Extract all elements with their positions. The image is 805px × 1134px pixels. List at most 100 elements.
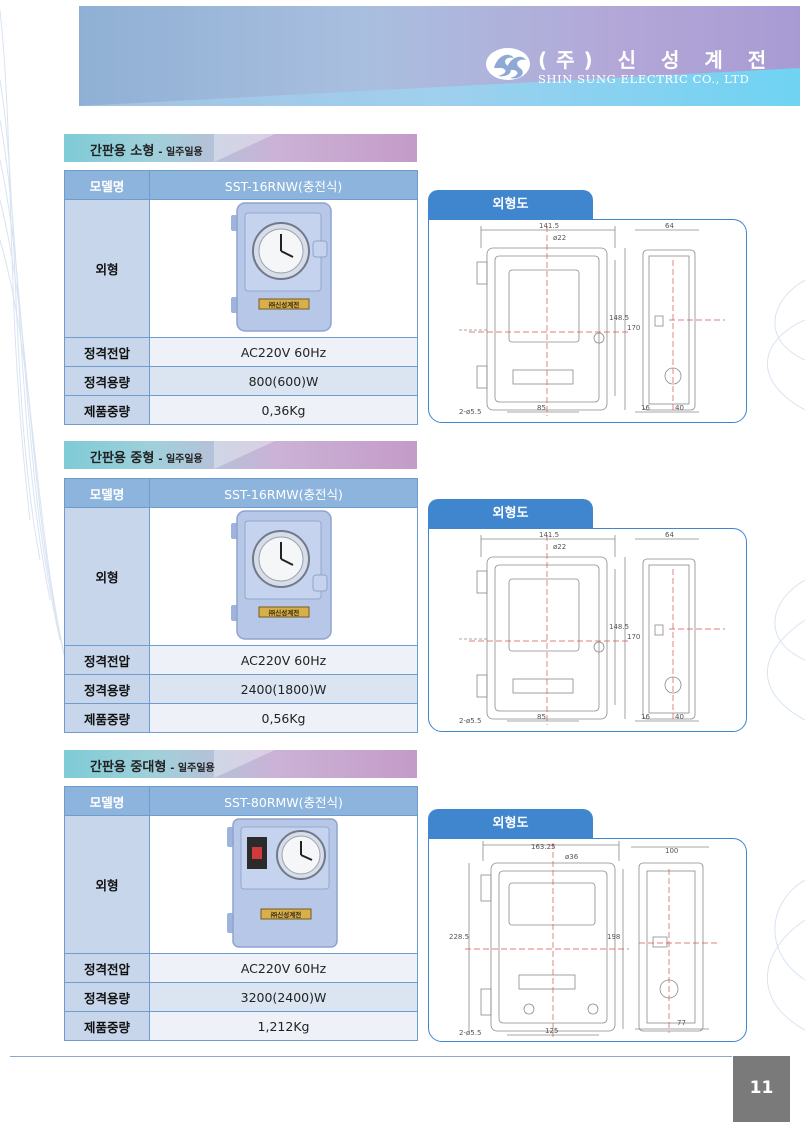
model-value: SST-80RMW(충전식) [149, 786, 418, 816]
header-banner [79, 6, 800, 106]
page-number-box: 11 [733, 1056, 790, 1122]
product-plate-text: ㈜신성계전 [268, 608, 298, 617]
page-number: 11 [749, 1078, 774, 1098]
product-weight-value: 0,36Kg [149, 395, 418, 425]
dimension-drawing-box: 141.5 ø22 64 148.5 170 85 16 40 2-ø5.5 [428, 219, 747, 423]
model-label: 모델명 [64, 170, 150, 200]
product-plate-text: ㈜신성계전 [270, 910, 300, 919]
timer-switch-small-image: ㈜신성계전 [230, 202, 332, 332]
spec-image-row: 외형 ㈜신성계전 [64, 815, 418, 954]
dimension-drawing: 141.5 ø22 64 148.5 170 85 16 40 2-ø5.5 [459, 531, 725, 725]
section-title: 간판용 소형 [90, 144, 155, 159]
brand-name-english: SHIN SUNG ELECTRIC CO., LTD [538, 72, 750, 86]
product-weight-label: 제품중량 [64, 1011, 150, 1041]
section-subtitle: - 일주일용 [158, 147, 203, 158]
brand-name-korean: (주) 신 성 계 전 [538, 48, 776, 72]
dimension-drawing: 163.25 ø36 100 198 228.5 125 77 2-ø5.5 [449, 841, 719, 1037]
drawing-tab: 외형도 [428, 499, 593, 529]
spec-image-row: 외형 ㈜신성계전 [64, 199, 418, 338]
dim-corner: 2-ø5.5 [459, 717, 481, 725]
appearance-label: 외형 [64, 815, 150, 954]
dim-side-width: 64 [665, 531, 674, 539]
spec-row: 정격용량 800(600)W [64, 366, 418, 396]
rated-voltage-label: 정격전압 [64, 337, 150, 367]
rated-capacity-value: 3200(2400)W [149, 982, 418, 1012]
dim-outer-height: 170 [627, 633, 640, 641]
rated-capacity-value: 800(600)W [149, 366, 418, 396]
dim-inner-height: 148.5 [609, 314, 629, 322]
rated-voltage-value: AC220V 60Hz [149, 953, 418, 983]
spec-row: 정격전압 AC220V 60Hz [64, 645, 418, 675]
dimension-drawing-box: 163.25 ø36 100 198 228.5 125 77 2-ø5.5 [428, 838, 747, 1042]
spec-row: 정격전압 AC220V 60Hz [64, 953, 418, 983]
rated-voltage-label: 정격전압 [64, 645, 150, 675]
dim-top-width: 141.5 [539, 222, 559, 230]
spec-row: 정격용량 2400(1800)W [64, 674, 418, 704]
spec-row: 정격용량 3200(2400)W [64, 982, 418, 1012]
rated-voltage-value: AC220V 60Hz [149, 337, 418, 367]
rated-capacity-value: 2400(1800)W [149, 674, 418, 704]
product-weight-label: 제품중량 [64, 395, 150, 425]
spec-header-row: 모델명 SST-16RNW(충전식) [64, 170, 418, 200]
spec-table: 모델명 SST-16RMW(충전식) 외형 ㈜신성계전 정격전압 AC220V … [64, 478, 418, 733]
section-title: 간판용 중형 [90, 451, 155, 466]
model-value: SST-16RMW(충전식) [149, 478, 418, 508]
section-title-bar: 간판용 소형- 일주일용 [64, 134, 417, 162]
dim-bottom-right: 77 [677, 1019, 686, 1027]
dim-bottom-width: 125 [545, 1027, 558, 1035]
dim-outer-height: 228.5 [449, 933, 469, 941]
dimension-drawing: 141.5 ø22 64 148.5 170 85 16 40 2-ø5.5 [459, 222, 725, 416]
product-photo-cell: ㈜신성계전 [149, 199, 418, 338]
rated-capacity-label: 정격용량 [64, 674, 150, 704]
spec-row: 제품중량 0,56Kg [64, 703, 418, 733]
dim-bottom-width: 85 [537, 713, 546, 721]
timer-switch-large-image: ㈜신성계전 [226, 818, 338, 948]
dimension-drawing-box: 141.5 ø22 64 148.5 170 85 16 40 2-ø5.5 [428, 528, 747, 732]
drawing-tab: 외형도 [428, 809, 593, 839]
dim-outer-height: 170 [627, 324, 640, 332]
dim-side-width: 64 [665, 222, 674, 230]
spec-table: 모델명 SST-80RMW(충전식) 외형 ㈜신성계전 정격전압 AC220V … [64, 786, 418, 1041]
section-title-bar: 간판용 중대형- 일주일용 [64, 750, 417, 778]
spec-header-row: 모델명 SST-16RMW(충전식) [64, 478, 418, 508]
model-value: SST-16RNW(충전식) [149, 170, 418, 200]
product-plate-text: ㈜신성계전 [268, 300, 298, 309]
dim-bottom-right: 40 [675, 713, 684, 721]
timer-switch-medium-image: ㈜신성계전 [230, 510, 332, 640]
dim-bottom-width: 85 [537, 404, 546, 412]
model-label: 모델명 [64, 786, 150, 816]
spec-table: 모델명 SST-16RNW(충전식) 외형 ㈜신성계전 정격전압 AC220V … [64, 170, 418, 425]
rated-capacity-label: 정격용량 [64, 982, 150, 1012]
product-weight-label: 제품중량 [64, 703, 150, 733]
spec-header-row: 모델명 SST-80RMW(충전식) [64, 786, 418, 816]
dim-diameter: ø22 [553, 543, 566, 551]
dim-side-width: 100 [665, 847, 678, 855]
section-title-bar: 간판용 중형- 일주일용 [64, 441, 417, 469]
rated-capacity-label: 정격용량 [64, 366, 150, 396]
company-logo-icon [486, 48, 530, 80]
section-subtitle: - 일주일용 [158, 454, 203, 465]
product-weight-value: 1,212Kg [149, 1011, 418, 1041]
dim-diameter: ø36 [565, 853, 579, 861]
appearance-label: 외형 [64, 199, 150, 338]
drawing-tab: 외형도 [428, 190, 593, 220]
spec-row: 제품중량 0,36Kg [64, 395, 418, 425]
dim-bottom-right: 40 [675, 404, 684, 412]
rated-voltage-value: AC220V 60Hz [149, 645, 418, 675]
dim-bottom-left: 16 [641, 713, 650, 721]
dim-top-width: 163.25 [531, 843, 556, 851]
section-subtitle: - 일주일용 [170, 763, 215, 774]
dim-corner: 2-ø5.5 [459, 1029, 481, 1037]
dim-corner: 2-ø5.5 [459, 408, 481, 416]
spec-row: 정격전압 AC220V 60Hz [64, 337, 418, 367]
appearance-label: 외형 [64, 507, 150, 646]
product-weight-value: 0,56Kg [149, 703, 418, 733]
rated-voltage-label: 정격전압 [64, 953, 150, 983]
dim-bottom-left: 16 [641, 404, 650, 412]
section-title: 간판용 중대형 [90, 760, 167, 775]
dim-inner-height: 198 [607, 933, 620, 941]
product-photo-cell: ㈜신성계전 [149, 507, 418, 646]
footer-rule [10, 1056, 732, 1057]
dim-top-width: 141.5 [539, 531, 559, 539]
